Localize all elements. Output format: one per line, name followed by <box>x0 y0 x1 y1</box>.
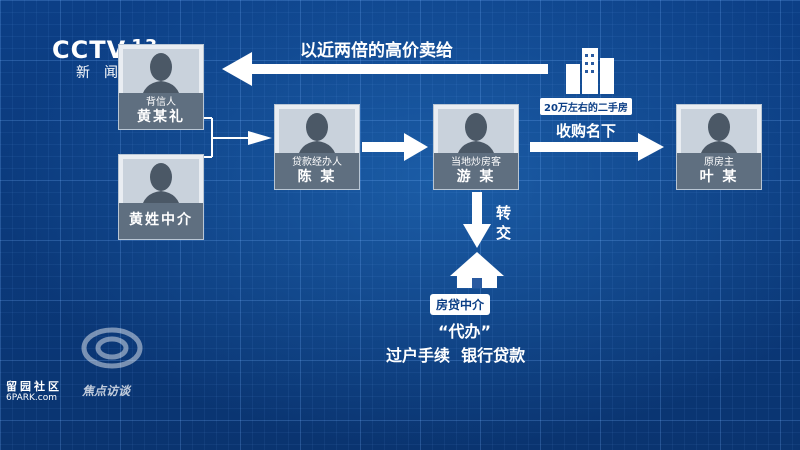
arrow-to-speculator <box>362 133 428 161</box>
property-label: 20万左右的二手房 <box>540 98 632 115</box>
site-watermark: 留园社区 <box>6 380 62 393</box>
transfer-label-1: 转 <box>496 204 512 222</box>
person-card-owner: 原房主 叶 某 <box>676 104 762 190</box>
acquire-label: 收购名下 <box>556 122 617 140</box>
agency-badge: 房贷中介 <box>430 294 491 315</box>
sale-back-arrow <box>222 52 548 86</box>
person-role: 原房主 <box>704 157 734 168</box>
building-icon <box>566 48 614 94</box>
caption-bar: 当地炒房客 游 某 <box>434 153 518 189</box>
caption-bar: 背信人 黄某礼 <box>119 93 203 129</box>
channel-name: 新闻 <box>76 65 132 81</box>
arrow-to-owner <box>530 133 664 161</box>
person-role: 当地炒房客 <box>451 157 501 168</box>
person-name: 游 某 <box>456 169 496 185</box>
arrow-down-to-agency <box>463 192 491 248</box>
caption-bar: 贷款经办人 陈 某 <box>275 153 359 189</box>
arrow-to-loan-officer <box>248 131 272 145</box>
person-name: 黄某礼 <box>137 109 185 125</box>
transfer-label-2: 交 <box>496 224 512 242</box>
agency-quote: “代办” <box>438 322 492 341</box>
person-card-betrayer: 背信人 黄某礼 <box>118 44 204 130</box>
person-name: 叶 某 <box>699 169 739 185</box>
top-caption: 以近两倍的高价卖给 <box>300 41 453 61</box>
logo-text: CCTV <box>52 36 127 64</box>
person-name: 陈 某 <box>297 169 337 185</box>
caption-bar: 黄姓中介 <box>119 203 203 239</box>
agency-services: 过户手续 银行贷款 <box>386 346 526 365</box>
site-url-watermark: 6PARK.com <box>6 393 57 403</box>
caption-bar: 原房主 叶 某 <box>677 153 761 189</box>
person-role: 背信人 <box>146 97 176 108</box>
person-name: 黄姓中介 <box>129 212 193 228</box>
person-card-agent-huang: 黄姓中介 <box>118 154 204 240</box>
program-logo-icon <box>81 327 143 369</box>
person-role: 贷款经办人 <box>292 157 342 168</box>
program-watermark: 焦点访谈 <box>82 384 131 398</box>
bracket-connector <box>204 117 250 158</box>
house-icon <box>450 252 504 288</box>
person-card-loan-officer: 贷款经办人 陈 某 <box>274 104 360 190</box>
person-card-speculator: 当地炒房客 游 某 <box>433 104 519 190</box>
